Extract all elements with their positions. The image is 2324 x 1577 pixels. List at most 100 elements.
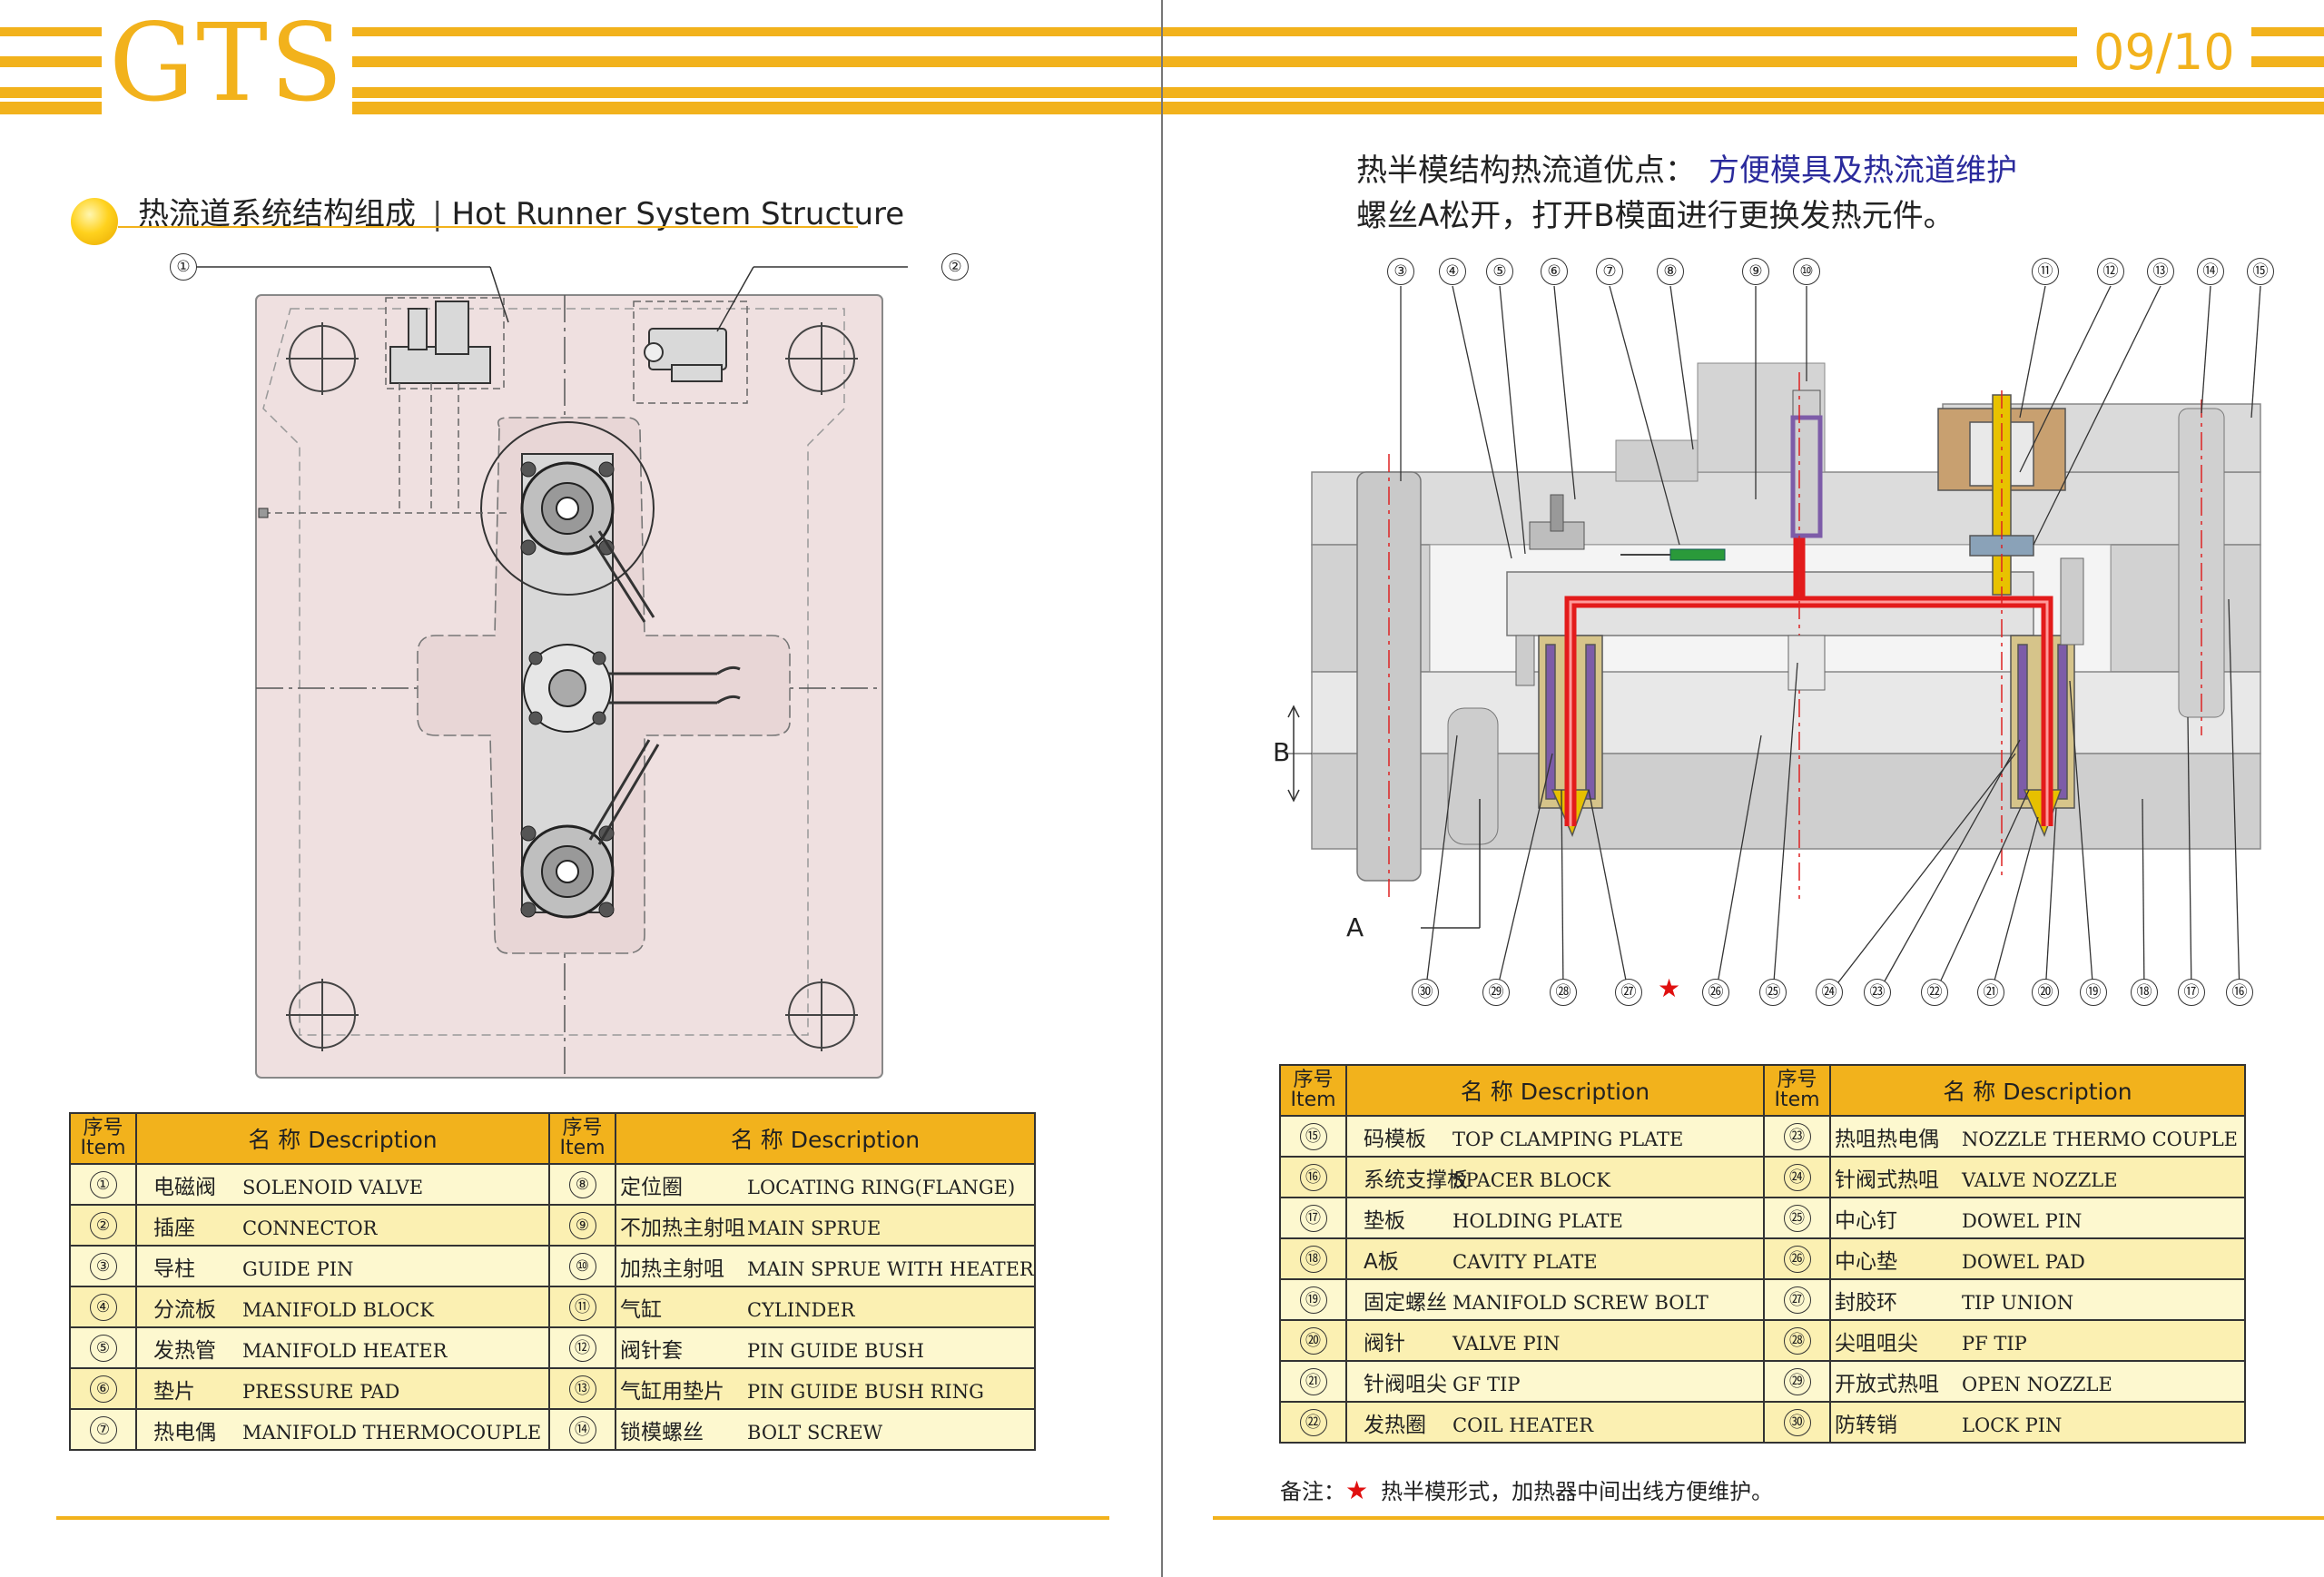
part-name-cn: 阀针 <box>1364 1331 1405 1355</box>
part-name-en: MANIFOLD SCREW BOLT <box>1452 1291 1709 1314</box>
item-number: ⑱ <box>1299 1245 1327 1273</box>
item-number-cell: ㉘ <box>1763 1319 1831 1362</box>
item-number-cell: ㉚ <box>1763 1401 1831 1444</box>
item-number-cell: ⑮ <box>1279 1115 1347 1158</box>
part-name-cn: 封胶环 <box>1835 1290 1897 1315</box>
item-number: ③ <box>89 1252 117 1280</box>
part-name-cn: 中心垫 <box>1835 1249 1897 1274</box>
item-number-cell: ㉑ <box>1279 1360 1347 1403</box>
part-name-en: DOWEL PIN <box>1962 1209 2083 1232</box>
part-name-en: GF TIP <box>1452 1373 1521 1395</box>
callout-6: ⑥ <box>1541 258 1568 285</box>
item-number: ⑯ <box>1299 1163 1327 1191</box>
advantage-line: 热半模结构热流道优点：方便模具及热流道维护 <box>1356 145 2017 190</box>
description-header: 名 称 Description <box>1345 1064 1765 1117</box>
callout-28: ㉘ <box>1550 979 1577 1006</box>
item-number: ② <box>89 1211 117 1239</box>
part-name-en: PIN GUIDE BUSH RING <box>747 1380 984 1403</box>
callout-24: ㉔ <box>1816 979 1843 1006</box>
part-name-en: CONNECTOR <box>242 1217 378 1239</box>
part-name-cn: 针阀咀尖 <box>1364 1372 1447 1396</box>
item-number-cell: ⑫ <box>548 1326 616 1369</box>
item-number-cell: ⑯ <box>1279 1156 1347 1198</box>
callout-9: ⑨ <box>1742 258 1769 285</box>
part-name-en: LOCATING RING(FLANGE) <box>747 1176 1016 1198</box>
item-number-cell: ㉒ <box>1279 1401 1347 1444</box>
part-name-en: DOWEL PAD <box>1962 1250 2085 1273</box>
item-number: ㉚ <box>1783 1408 1811 1436</box>
description-cell: 系统支撑板SPACER BLOCK <box>1345 1156 1765 1198</box>
callout-8: ⑧ <box>1657 258 1684 285</box>
part-name-cn: 固定螺丝 <box>1364 1290 1447 1315</box>
callout-26: ㉖ <box>1702 979 1729 1006</box>
part-name-en: SOLENOID VALVE <box>242 1176 424 1198</box>
part-name-cn: 热电偶 <box>153 1420 216 1444</box>
title-bullet-icon <box>71 198 118 245</box>
part-name-cn: 热咀热电偶 <box>1835 1127 1939 1151</box>
item-number: ㉙ <box>1783 1367 1811 1395</box>
part-name-cn: 针阀式热咀 <box>1835 1168 1939 1192</box>
part-name-cn: 分流板 <box>153 1297 216 1322</box>
part-name-cn: 气缸用垫片 <box>620 1379 724 1404</box>
callout-23: ㉓ <box>1864 979 1891 1006</box>
callout-7: ⑦ <box>1596 258 1623 285</box>
part-name-en: CYLINDER <box>747 1298 855 1321</box>
callout-13: ⑬ <box>2147 258 2174 285</box>
part-name-en: TOP CLAMPING PLATE <box>1452 1128 1684 1150</box>
part-name-cn: 开放式热咀 <box>1835 1372 1939 1396</box>
item-number-cell: ⑱ <box>1279 1237 1347 1280</box>
item-number: ⑨ <box>568 1211 596 1239</box>
part-name-cn: 电磁阀 <box>153 1175 216 1199</box>
item-number: ⑧ <box>568 1170 596 1198</box>
description-cell: 分流板 MANIFOLD BLOCK <box>135 1286 550 1328</box>
footer-rule <box>1213 1516 2324 1520</box>
item-number-cell: ③ <box>69 1245 137 1287</box>
part-name-cn: 加热主射咀 <box>620 1257 724 1281</box>
item-number-cell: ⑪ <box>548 1286 616 1328</box>
part-name-en: MANIFOLD BLOCK <box>242 1298 434 1321</box>
item-number: ⑭ <box>568 1415 596 1444</box>
callout-30: ㉚ <box>1412 979 1439 1006</box>
part-name-cn: 发热管 <box>153 1338 216 1363</box>
part-name-cn: 垫片 <box>153 1379 195 1404</box>
item-number: ㉘ <box>1783 1326 1811 1355</box>
item-number: ⑳ <box>1299 1326 1327 1355</box>
instruction-line: 螺丝A松开，打开B模面进行更换发热元件。 <box>1356 198 1955 234</box>
part-name-en: LOCK PIN <box>1962 1414 2063 1436</box>
part-name-cn: 不加热主射咀 <box>620 1216 745 1240</box>
item-number-cell: ⑭ <box>548 1408 616 1451</box>
item-number-cell: ⑩ <box>548 1245 616 1287</box>
description-cell: 电磁阀 SOLENOID VALVE <box>135 1163 550 1206</box>
item-number-cell: ⑥ <box>69 1367 137 1410</box>
part-name-en: HOLDING PLATE <box>1452 1209 1623 1232</box>
item-number-cell: ㉕ <box>1763 1197 1831 1239</box>
item-number-cell: ⑤ <box>69 1326 137 1369</box>
part-name-en: PRESSURE PAD <box>242 1380 400 1403</box>
label-a: A <box>1346 912 1364 942</box>
label-b: B <box>1273 737 1291 767</box>
callout-21: ㉑ <box>1977 979 2004 1006</box>
footnote: 备注：★热半模形式，加热器中间出线方便维护。 <box>1280 1474 1773 1505</box>
item-number-cell: ⑰ <box>1279 1197 1347 1239</box>
callout-4: ④ <box>1439 258 1466 285</box>
part-name-cn: 中心钉 <box>1835 1208 1897 1233</box>
item-number: ㉓ <box>1783 1122 1811 1150</box>
